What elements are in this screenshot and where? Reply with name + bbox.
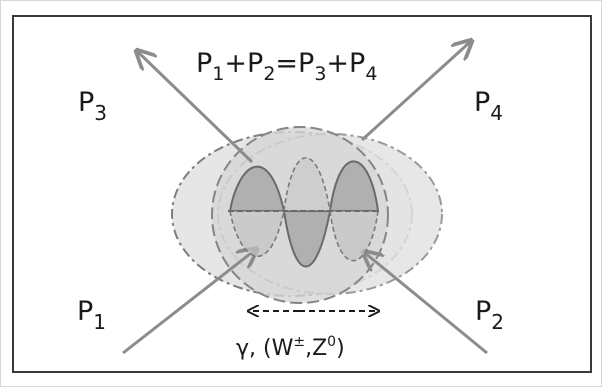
arrow-p2-incoming: [365, 253, 488, 355]
momentum-equation: P1+P2=P3+P4: [196, 48, 377, 85]
wave-lobe-2: [282, 210, 332, 268]
label-p1: P1: [77, 296, 106, 334]
wave-dashed-lobe-1: [229, 210, 285, 257]
wave-dashed-lobe-2: [283, 157, 331, 212]
arrow-p4-outgoing: [360, 42, 470, 142]
wave-dashed-lobe-3: [329, 210, 379, 262]
arrow-p1-incoming: [122, 250, 255, 355]
label-p2: P2: [475, 296, 504, 334]
mediator-label: γ, (W±,Z0): [236, 334, 345, 361]
label-p4: P4: [474, 87, 503, 125]
arrow-p3-outgoing: [138, 52, 254, 164]
wave-lobe-1: [228, 165, 286, 212]
label-p3: P3: [78, 87, 107, 125]
wave-lobe-3: [328, 160, 380, 212]
